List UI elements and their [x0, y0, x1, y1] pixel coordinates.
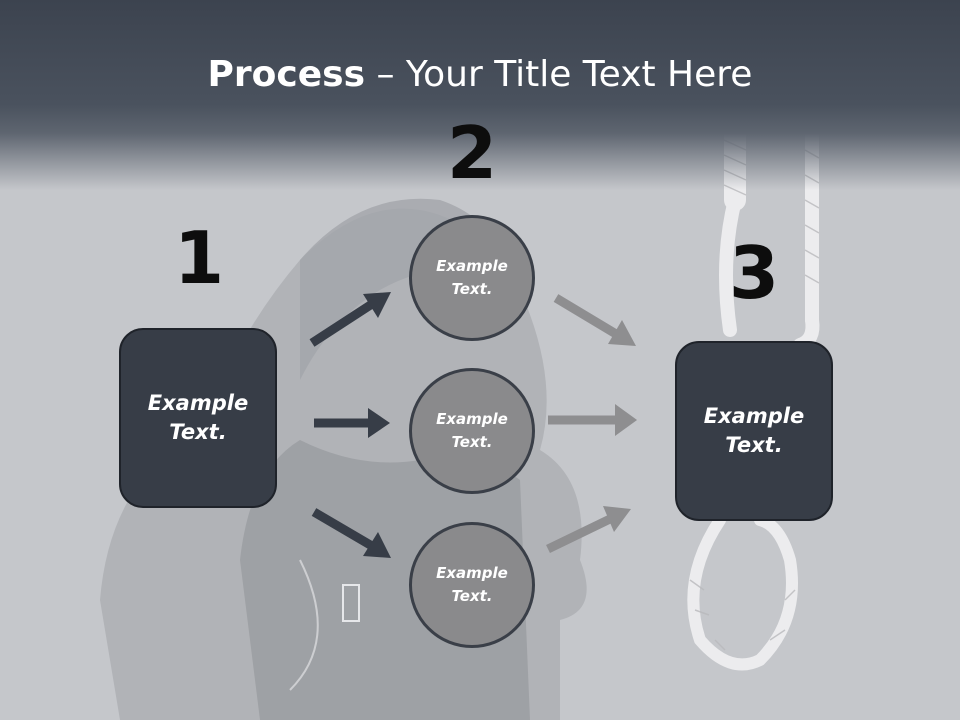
- title-band: [0, 0, 960, 190]
- step-1-text: Example Text.: [147, 391, 249, 444]
- title-bold-part: Process: [207, 54, 366, 95]
- step-3-text: Example Text.: [703, 404, 805, 457]
- step-3-box: Example Text.: [675, 341, 833, 521]
- circle-middle-text: Example Text.: [436, 410, 508, 451]
- step-1-box: Example Text.: [119, 328, 277, 508]
- step-number-2: 2: [446, 111, 498, 195]
- step-number-3: 3: [728, 231, 780, 315]
- circle-top: Example Text.: [409, 215, 535, 341]
- circle-bottom-text: Example Text.: [436, 564, 508, 605]
- circle-middle: Example Text.: [409, 368, 535, 494]
- slide-title: Process – Your Title Text Here: [0, 52, 960, 98]
- step-number-1: 1: [173, 216, 225, 300]
- circle-bottom: Example Text.: [409, 522, 535, 648]
- title-rest-part: – Your Title Text Here: [365, 54, 753, 95]
- circle-top-text: Example Text.: [436, 257, 508, 298]
